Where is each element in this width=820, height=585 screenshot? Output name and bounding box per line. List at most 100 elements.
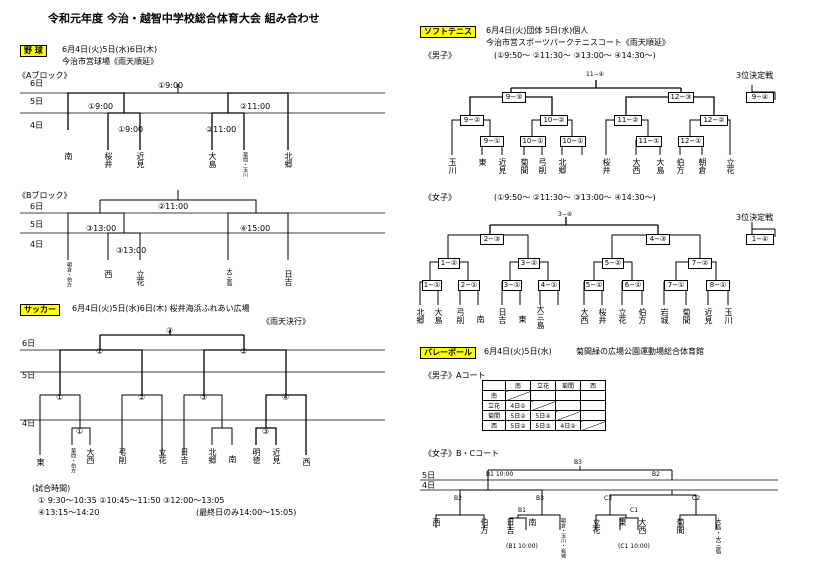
tennis-girls-label: 《女子》 xyxy=(424,193,456,202)
volleyball-boys-label: 《男子》Aコート xyxy=(424,371,486,380)
tennis-tag: ソフトテニス xyxy=(420,26,476,38)
tennis-venue: 今治市営スポーツパークテニスコート《雨天順延》 xyxy=(486,38,670,47)
table-col-header: 菊間 xyxy=(555,380,581,391)
round-robin-table: 南 立花 菊間 西 南 立花 4日① 菊間 5日② 5日④ 西 5日② 5日③ … xyxy=(482,380,606,431)
game-label: ③13:00 xyxy=(86,224,117,233)
third-place-game: 1−④ xyxy=(746,234,774,245)
game-label: 11−① xyxy=(636,136,662,147)
table-col-header: 立花 xyxy=(530,380,556,391)
table-row: 菊間 5日② 5日④ xyxy=(482,410,606,421)
team-name: 東 xyxy=(36,458,45,466)
game-note: (C1 10:00) xyxy=(618,543,650,550)
team-name: 南 xyxy=(228,455,237,463)
team-name: 弓削 xyxy=(118,448,127,464)
team-name: 大島・大三島 xyxy=(714,518,721,554)
team-name: 明徳 xyxy=(252,448,261,464)
day-label: 6日 xyxy=(22,339,36,348)
team-name: 桜井 xyxy=(104,152,113,168)
team-name: 伯方 xyxy=(480,518,489,534)
game-label: ④15:00 xyxy=(240,224,271,233)
table-cell: 5日③ xyxy=(530,420,556,431)
soccer-note: 《雨天決行》 xyxy=(262,317,310,326)
game-label: 5−① xyxy=(584,280,604,291)
baseball-dates: 6月4日(火)5日(水)6日(木) xyxy=(62,45,158,54)
team-name: 近見 xyxy=(136,152,145,168)
day-label: 5日 xyxy=(22,371,36,380)
table-row-header: 菊間 xyxy=(482,410,506,421)
soccer-times-line1: ① 9:30〜10:35 ②10:45〜11:50 ③12:00〜13:05 xyxy=(38,496,225,505)
game-label: 12−① xyxy=(678,136,704,147)
game-label: ②11:00 xyxy=(206,125,237,134)
game-label: B2 xyxy=(454,495,462,502)
day-label: 5日 xyxy=(30,97,44,106)
game-label: ① xyxy=(76,427,84,436)
game-label: C2 xyxy=(692,495,701,502)
team-name: 朝倉・玉川・岩城 xyxy=(560,518,566,558)
table-cell xyxy=(580,390,606,401)
table-row: 西 5日② 5日③ 4日② xyxy=(482,420,606,431)
game-label: ②11:00 xyxy=(158,202,189,211)
team-name: 菊間・伯方 xyxy=(70,448,76,473)
team-name: 北郷 xyxy=(558,158,567,174)
game-label: B1 10:00 xyxy=(486,471,514,478)
volleyball-girls-label: 《女子》B・Cコート xyxy=(424,449,500,458)
day-label: 5日 xyxy=(30,220,44,229)
table-cell: 4日① xyxy=(505,400,531,411)
team-name: 北郷 xyxy=(208,448,217,464)
game-label: 11−④ xyxy=(586,71,605,78)
team-name: 北郷 xyxy=(284,152,293,168)
team-name: 日吉 xyxy=(498,308,507,324)
team-name: 東 xyxy=(618,518,627,526)
game-label: ①9:00 xyxy=(158,81,184,90)
table-col-header: 南 xyxy=(505,380,531,391)
table-col-header: 西 xyxy=(580,380,606,391)
team-name: 大島 xyxy=(434,308,443,324)
team-name: 桜井 xyxy=(598,308,607,324)
volleyball-header: 6月4日(火)5日(水) xyxy=(484,347,552,356)
team-name: 西 xyxy=(104,270,113,278)
game-label: 12−③ xyxy=(668,92,694,103)
team-name: 玉川 xyxy=(724,308,733,324)
team-name: 立花 xyxy=(618,308,627,324)
team-name: 南 xyxy=(64,152,73,160)
game-label: 6−① xyxy=(622,280,644,291)
table-cell xyxy=(555,400,581,411)
game-label: 7−① xyxy=(664,280,688,291)
team-name: 立花 xyxy=(136,270,145,286)
game-label: ①9:00 xyxy=(88,102,114,111)
volleyball-tag: バレーボール xyxy=(420,347,476,359)
game-label: ②11:00 xyxy=(240,102,271,111)
team-name: 菊間 xyxy=(682,308,691,324)
tennis-header: 6月4日(火)団体 5日(水)個人 xyxy=(486,26,589,35)
team-name: 弓削 xyxy=(456,308,465,324)
day-label: 4日 xyxy=(30,240,44,249)
table-row-header: 南 xyxy=(482,390,506,401)
team-name: 日吉 xyxy=(284,270,293,286)
game-label: 9−① xyxy=(480,136,504,147)
game-label: ④ xyxy=(282,393,290,402)
team-name: 大西 xyxy=(86,448,95,464)
game-label: ② xyxy=(138,393,146,402)
game-label: ③ xyxy=(262,427,270,436)
game-label: 2−③ xyxy=(480,234,504,245)
team-name: 大西 xyxy=(638,518,647,534)
game-label: 4−① xyxy=(538,280,560,291)
team-name: 菊間 xyxy=(676,518,685,534)
game-label: 4−③ xyxy=(646,234,670,245)
soccer-header: 6月4日(火)5日(水)6日(木) 桜井海浜ふれあい広場 xyxy=(72,304,250,313)
team-name: 立花 xyxy=(158,448,167,464)
game-label: B1 xyxy=(518,507,526,514)
team-name: 岩城 xyxy=(660,308,669,324)
soccer-tag: サッカー xyxy=(20,304,60,316)
block-a-label: 《Aブロック》 xyxy=(18,71,72,80)
third-place-label: 3位決定戦 xyxy=(736,213,774,222)
team-name: 菊間 xyxy=(520,158,529,174)
game-label: 8−① xyxy=(706,280,730,291)
team-name: 立花 xyxy=(592,518,601,534)
game-label: ③ xyxy=(166,326,174,335)
game-label: 11−② xyxy=(614,115,642,126)
team-name: 東 xyxy=(478,158,487,166)
game-label: 3−② xyxy=(518,258,540,269)
table-row: 立花 4日① xyxy=(482,400,606,411)
day-label: 5日 xyxy=(422,471,436,480)
